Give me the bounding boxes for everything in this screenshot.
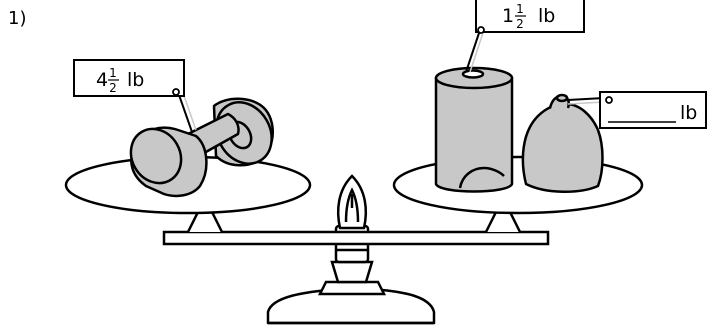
tag-numerator: 1 bbox=[516, 2, 524, 16]
tag-string bbox=[465, 29, 481, 73]
dumbbell-weight-tag: 4 1 2 lb bbox=[73, 59, 197, 133]
tag-whole-number: 1 bbox=[502, 5, 514, 27]
scale-beam bbox=[162, 174, 550, 246]
tag-denominator: 2 bbox=[109, 81, 117, 95]
tag-whole-number: 4 bbox=[96, 69, 108, 91]
tag-string bbox=[567, 97, 605, 101]
tag-denominator: 2 bbox=[516, 17, 524, 31]
dumbbell-icon bbox=[129, 97, 274, 198]
problem-number: 1) bbox=[8, 8, 26, 29]
can-weight-tag: 1 1 2 lb bbox=[465, 0, 585, 73]
tag-unit: lb bbox=[538, 5, 555, 27]
tag-unit: lb bbox=[680, 102, 697, 124]
can-icon bbox=[434, 66, 514, 193]
tag-string bbox=[177, 91, 193, 133]
tag-unit: lb bbox=[127, 69, 144, 91]
bag-icon bbox=[521, 93, 604, 194]
right-pan bbox=[392, 155, 644, 215]
bag-weight-tag: lb bbox=[567, 91, 707, 129]
tag-numerator: 1 bbox=[109, 66, 117, 80]
